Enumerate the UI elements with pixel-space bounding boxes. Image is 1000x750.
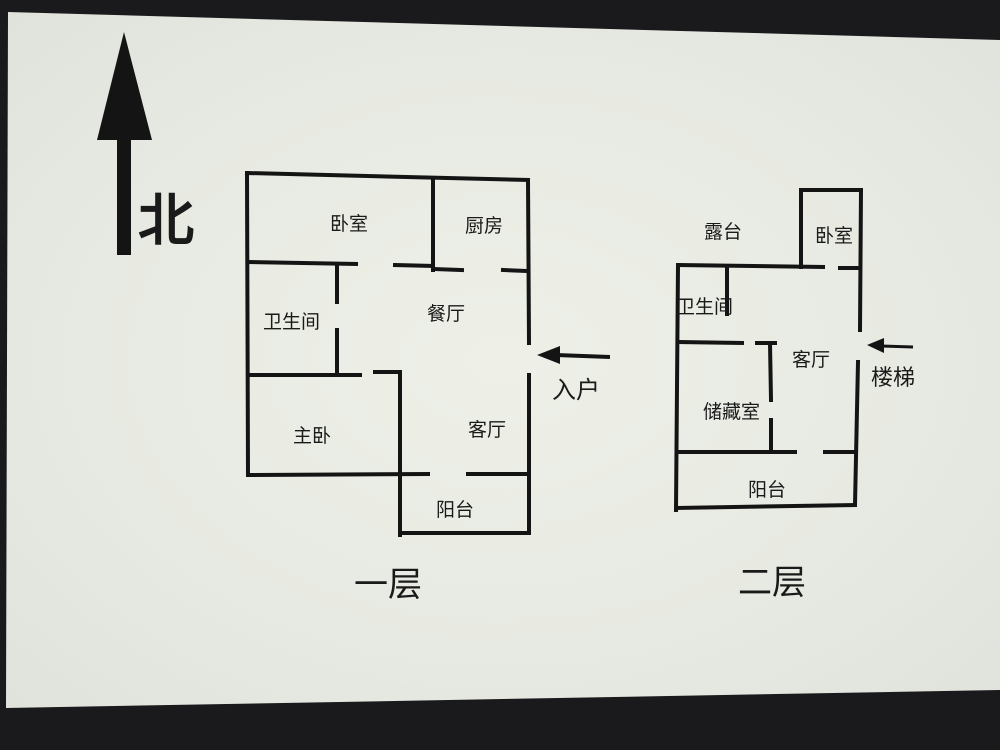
floor2-walls bbox=[673, 187, 864, 513]
floor2-bedroom-label: 卧室 bbox=[815, 225, 853, 247]
floor1-balcony-label: 阳台 bbox=[436, 499, 474, 521]
floor2-plan: 露台 卧室 卫生间 客厅 储藏室 阳台 楼梯 二层 bbox=[673, 187, 915, 603]
floor2-living-label: 客厅 bbox=[792, 349, 830, 371]
stairs-arrow-icon bbox=[867, 338, 914, 353]
floor2-stairs-label: 楼梯 bbox=[871, 366, 915, 391]
entry-arrow-icon bbox=[537, 346, 611, 364]
floor1-kitchen-label: 厨房 bbox=[465, 215, 503, 237]
floor1-bedroom-label: 卧室 bbox=[330, 213, 368, 235]
floor1-title: 一层 bbox=[354, 565, 422, 605]
paper-surface bbox=[6, 12, 1000, 708]
floor2-title: 二层 bbox=[738, 563, 806, 603]
floor1-dining-label: 餐厅 bbox=[427, 303, 465, 325]
floor1-living-label: 客厅 bbox=[468, 419, 506, 441]
floor1-entry-label: 入户 bbox=[552, 376, 600, 404]
floor1-master-bedroom-label: 主卧 bbox=[293, 425, 331, 447]
floor2-terrace-label: 露台 bbox=[704, 221, 742, 243]
north-label: 北 bbox=[138, 189, 194, 254]
floor2-storage-label: 储藏室 bbox=[703, 401, 760, 423]
north-arrow-icon bbox=[97, 32, 152, 255]
floor1-bathroom-label: 卫生间 bbox=[263, 311, 320, 333]
floor1-plan: 卧室 厨房 卫生间 餐厅 主卧 客厅 阳台 入户 一层 bbox=[244, 170, 611, 605]
floor1-walls bbox=[244, 170, 532, 537]
floor2-balcony-label: 阳台 bbox=[748, 479, 786, 501]
north-compass: 北 bbox=[97, 32, 194, 255]
floor2-bathroom-label: 卫生间 bbox=[676, 296, 733, 318]
